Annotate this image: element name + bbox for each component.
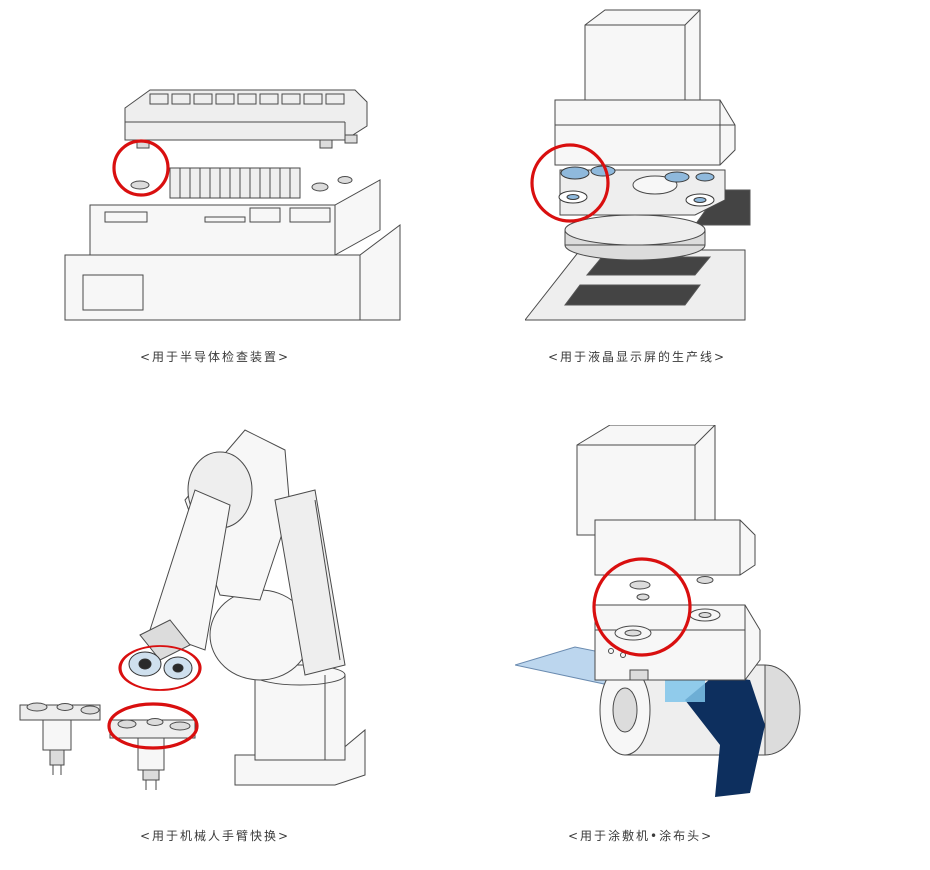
highlight-ring [530,143,610,223]
illustration-robot-arm [15,420,385,795]
illustration-lcd-production-line [525,5,760,325]
caption-semiconductor: <用于半导体检查装置> [140,350,291,364]
illustration-coater [515,425,805,805]
highlight-ring [107,702,199,750]
highlight-ring [592,557,692,657]
highlight-ring [118,645,202,691]
caption-robot: <用于机械人手臂快换> [140,829,291,843]
caption-coater: <用于涂敷机•涂布头> [568,829,714,843]
highlight-ring [112,139,170,197]
illustration-semiconductor-inspection [55,80,415,325]
caption-lcd: <用于液晶显示屏的生产线> [548,350,727,364]
